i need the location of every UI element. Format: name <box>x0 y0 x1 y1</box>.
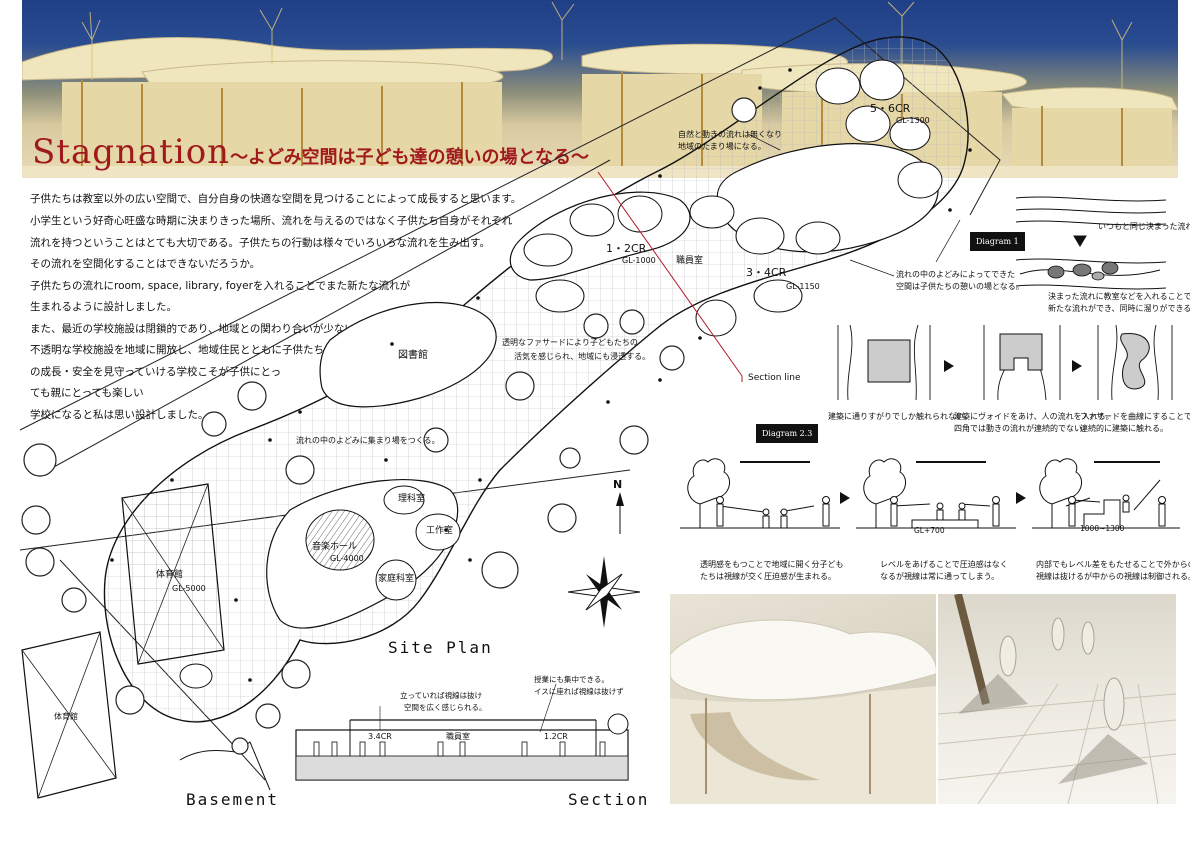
diagram23-badge: Diagram 2.3 <box>756 424 819 443</box>
note-line: 自然と動きの流れは無くなり <box>678 130 782 139</box>
intro-line: 子供たちは教室以外の広い空間で、自分自身の快適な空間を見つけることによって成長す… <box>30 193 522 205</box>
model-photo-right <box>938 594 1176 804</box>
site-plan-caption: Site Plan <box>388 638 493 657</box>
diagram1-note: いつもと同じ決まった流れ。 <box>1098 222 1190 231</box>
section-caption: Section <box>568 790 650 809</box>
model-photo-left <box>670 594 936 804</box>
title-main: Stagnation <box>32 132 231 172</box>
intro-line: 不透明な学校施設を地域に開放し、地域住民とともに子供たち <box>30 344 324 356</box>
level-label: GL-1300 <box>896 116 930 125</box>
section-line-label: Section line <box>748 373 801 383</box>
trees <box>21 97 757 755</box>
level-label: GL+700 <box>914 526 945 535</box>
section-drawing-shape <box>295 683 629 781</box>
section-room: 職員室 <box>446 732 470 741</box>
intro-line: ても親にとっても楽しい <box>30 387 144 399</box>
diagram1-caption: 建築に通りすがりでしか触れられない。 <box>828 412 972 421</box>
intro-line: 子供たちの流れにroom, space, library, foyerを入れるこ… <box>30 280 411 292</box>
model-photo-left-drawing <box>670 619 936 804</box>
room-label: 職員室 <box>676 256 704 266</box>
diagram23-caption: なるが視線は常に通ってしまう。 <box>880 572 1000 581</box>
note-line: 空間は子供たちの憩いの場となる。 <box>896 282 1024 291</box>
diagram1-badge: Diagram 1 <box>970 232 1025 251</box>
intro-line: 学校になると私は思い設計しました。 <box>30 409 209 421</box>
level-label: GL-4000 <box>330 554 364 563</box>
level-label: GL-5000 <box>172 584 206 593</box>
diagram1-note: 決まった流れに教室などを入れることで <box>1048 292 1190 301</box>
room-label: 5・6CR <box>870 102 911 115</box>
note-line: 流れの中のよどみに集まり場をつくる。 <box>296 436 440 445</box>
diagram23-caption: たちは視線が交く圧迫感が生まれる。 <box>700 572 836 581</box>
room-label: 工作室 <box>426 526 454 536</box>
section-room: 1.2CR <box>544 732 568 741</box>
page-title: Stagnation〜よどみ空間は子ども達の憩いの場となる〜 <box>32 132 589 172</box>
room-label: 家庭科室 <box>378 574 415 584</box>
intro-line: 小学生という好奇心旺盛な時期に決まりきった場所、流れを与えるのではなく子供たち自… <box>30 215 513 227</box>
intro-line: の成長・安全を見守っていける学校こそが子供にとっ <box>30 366 282 378</box>
diagram1-caption: ファサードを曲線にすることで流れが <box>1080 412 1190 421</box>
north-label: N <box>613 478 623 491</box>
diagram1-caption: 連続的に建築に触れる。 <box>1080 424 1168 433</box>
level-label: GL-1150 <box>786 282 820 291</box>
model-photo-right-drawing <box>938 594 1176 804</box>
room-label: 体育館 <box>156 570 184 580</box>
note-line: 透明なファサードにより子どもたちの <box>502 338 638 347</box>
note-line: 流れの中のよどみによってできた <box>896 270 1016 279</box>
diagram1-caption: 建築にヴォイドをあけ、人の流れを入れる。 <box>954 412 1114 421</box>
room-label: 図書館 <box>398 350 428 361</box>
diagram1-note: 新たな流れができ、同時に溜りができる。 <box>1048 304 1190 313</box>
section-note: イスに座れば視線は抜けず <box>534 687 624 696</box>
room-label: 音楽ホール <box>312 542 358 552</box>
level-label: 1000~1300 <box>1080 524 1125 533</box>
diagram23-caption: 視線は抜けるが中からの視線は制御される。 <box>1036 572 1190 581</box>
north-arrow-icon <box>567 492 641 628</box>
intro-line: その流れを空間化することはできないだろうか。 <box>30 258 261 270</box>
basement-caption: Basement <box>186 790 280 809</box>
section-room: 3.4CR <box>368 732 392 741</box>
section-line <box>597 171 743 377</box>
room-label: 3・4CR <box>746 266 787 279</box>
section-note: 授業にも集中できる。 <box>534 675 609 684</box>
diagram1-caption: 四角では動きの流れが連続的でない。 <box>954 424 1090 433</box>
basement-block <box>21 631 117 799</box>
room-label: 理科室 <box>398 494 426 504</box>
diagram23-drawing <box>680 458 1180 529</box>
section-note: 空間を広く感じられる。 <box>404 703 487 712</box>
diagram1-drawing <box>837 196 1173 401</box>
section-note: 立っていれば視線は抜け <box>400 691 483 700</box>
intro-line: 流れを持つということはとても大切である。子供たちの行動は様々でいろいろな流れを生… <box>30 237 491 249</box>
intro-line: 生まれるように設計しました。 <box>30 301 177 313</box>
room-label: 1・2CR <box>606 242 647 255</box>
diagram23-caption: レベルをあげることで圧迫感はなく <box>880 560 1008 569</box>
intro-line: また、最近の学校施設は閉鎖的であり、地域との関わり合いが少ない。 <box>30 323 366 335</box>
room-label: 体育館 <box>54 712 78 721</box>
note-line: 活気を感じられ、地域にも浸透する。 <box>514 352 651 361</box>
title-subtitle: 〜よどみ空間は子ども達の憩いの場となる〜 <box>230 147 589 168</box>
diagram23-caption: 透明感をもつことで地域に開く分子ども <box>700 560 844 569</box>
diagram23-caption: 内部でもレベル差をもたせることで外からの <box>1036 560 1190 569</box>
gym-block <box>121 483 225 665</box>
level-label: GL-1000 <box>622 256 656 265</box>
note-line: 地域のたまり場になる。 <box>678 142 766 151</box>
